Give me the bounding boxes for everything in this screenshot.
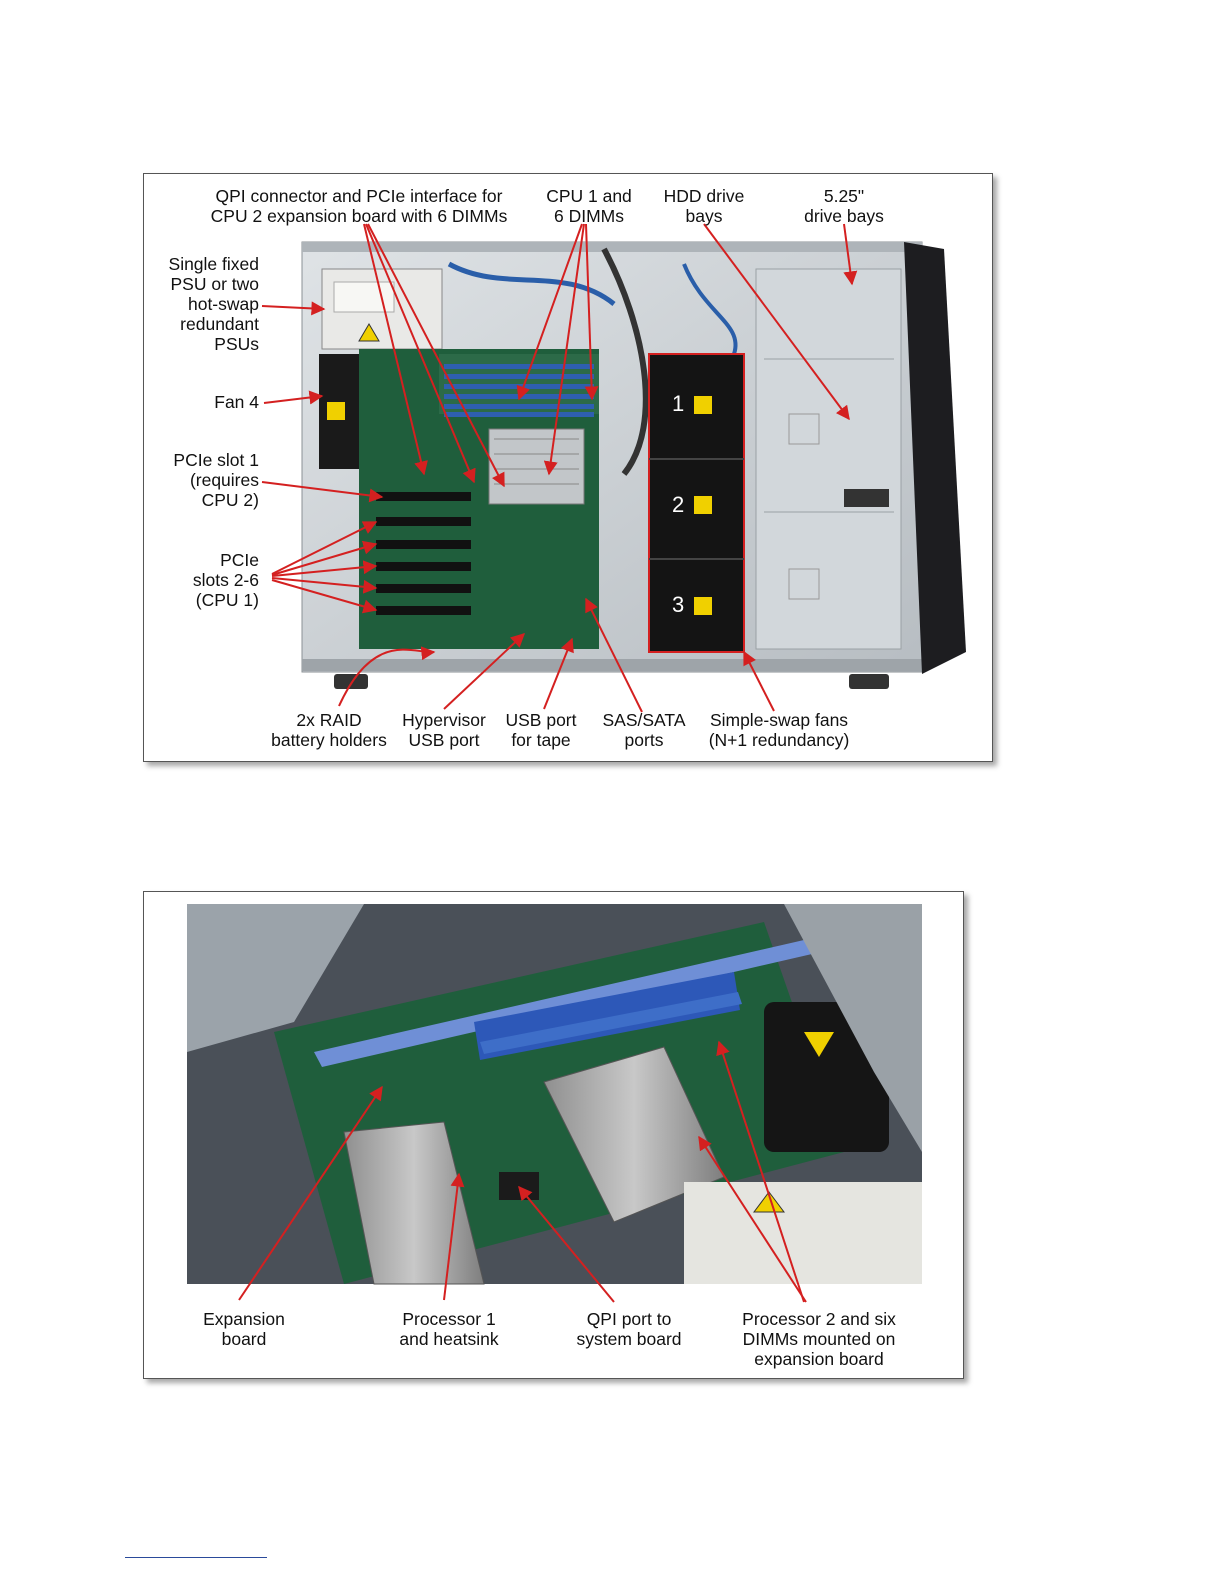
label-hdd-bays: HDD drive bays xyxy=(663,186,745,226)
label-hypervisor-usb: Hypervisor USB port xyxy=(402,710,486,750)
label-fan4: Fan 4 xyxy=(214,392,259,412)
fan-cage xyxy=(648,353,745,653)
footnote-separator xyxy=(125,1557,267,1558)
label-qpi-connector: QPI connector and PCIe interface for CPU… xyxy=(210,186,508,226)
server-interior-photo xyxy=(261,223,966,713)
callout-arrows xyxy=(238,1040,807,1303)
label-sas-sata: SAS/SATA ports xyxy=(602,710,686,750)
label-qpi-port: QPI port to system board xyxy=(576,1309,682,1349)
fan-number-2: 2 xyxy=(672,492,685,517)
processor-1-heatsink xyxy=(343,1121,485,1285)
psu xyxy=(321,268,443,350)
label-pcie-slot1: PCIe slot 1 (requires CPU 2) xyxy=(173,450,259,510)
fan-4-label xyxy=(327,402,345,420)
label-processor-2: Processor 2 and six DIMMs mounted on exp… xyxy=(742,1309,896,1369)
label-pcie-slots-2-6: PCIe slots 2-6 (CPU 1) xyxy=(192,550,259,610)
label-cpu1-dimms: CPU 1 and 6 DIMMs xyxy=(546,186,632,226)
label-psu: Single fixed PSU or two hot-swap redunda… xyxy=(168,254,259,354)
fan-number-3: 3 xyxy=(672,592,685,617)
label-usb-tape: USB port for tape xyxy=(505,710,577,750)
label-raid-battery: 2x RAID battery holders xyxy=(271,710,387,750)
expansion-board-photo xyxy=(187,904,922,1303)
label-expansion-board: Expansion board xyxy=(203,1309,285,1349)
callout-arrows xyxy=(261,223,858,713)
label-processor-1: Processor 1 and heatsink xyxy=(399,1309,499,1349)
label-simple-swap-fans: Simple-swap fans (N+1 redundancy) xyxy=(708,710,850,750)
drive-bays xyxy=(755,268,902,650)
expansion-board-figure: Expansion board Processor 1 and heatsink… xyxy=(143,891,964,1379)
server-interior-figure: QPI connector and PCIe interface for CPU… xyxy=(143,173,993,762)
qpi-port xyxy=(499,1172,539,1200)
label-525-bays: 5.25" drive bays xyxy=(804,186,884,226)
fan-number-1: 1 xyxy=(672,391,685,416)
